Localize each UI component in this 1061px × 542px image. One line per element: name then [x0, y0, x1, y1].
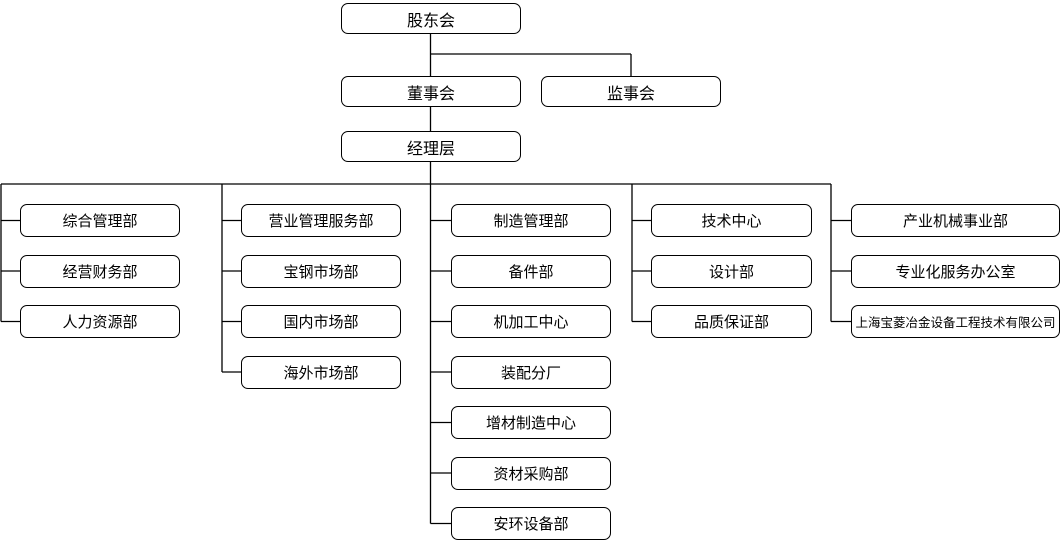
node-human-resources-dept: 人力资源部 — [20, 305, 180, 338]
node-specialized-service-office: 专业化服务办公室 — [851, 254, 1060, 288]
node-baosteel-market-dept: 宝钢市场部 — [241, 254, 401, 288]
node-technology-center: 技术中心 — [651, 204, 812, 237]
node-machining-center: 机加工中心 — [451, 305, 611, 338]
node-management-team: 经理层 — [341, 131, 521, 162]
node-board-of-directors: 董事会 — [341, 76, 521, 107]
node-industrial-machinery-division: 产业机械事业部 — [851, 204, 1060, 237]
node-sales-management-service-dept: 营业管理服务部 — [241, 204, 401, 237]
node-general-management-dept: 综合管理部 — [20, 204, 180, 237]
node-shanghai-baoling-subsidiary: 上海宝菱冶金设备工程技术有限公司 — [851, 305, 1060, 338]
node-overseas-market-dept: 海外市场部 — [241, 355, 401, 389]
node-shareholders-meeting: 股东会 — [341, 3, 521, 34]
node-finance-dept: 经营财务部 — [20, 254, 180, 288]
node-domestic-market-dept: 国内市场部 — [241, 305, 401, 338]
node-quality-assurance-dept: 品质保证部 — [651, 305, 812, 338]
node-supervisory-board: 监事会 — [541, 76, 721, 107]
node-assembly-branch-plant: 装配分厂 — [451, 355, 611, 389]
node-spare-parts-dept: 备件部 — [451, 254, 611, 288]
node-design-dept: 设计部 — [651, 254, 812, 288]
node-manufacturing-management-dept: 制造管理部 — [451, 204, 611, 237]
node-materials-procurement-dept: 资材采购部 — [451, 456, 611, 490]
node-additive-manufacturing-center: 增材制造中心 — [451, 406, 611, 439]
node-safety-environment-equipment-dept: 安环设备部 — [451, 507, 611, 540]
